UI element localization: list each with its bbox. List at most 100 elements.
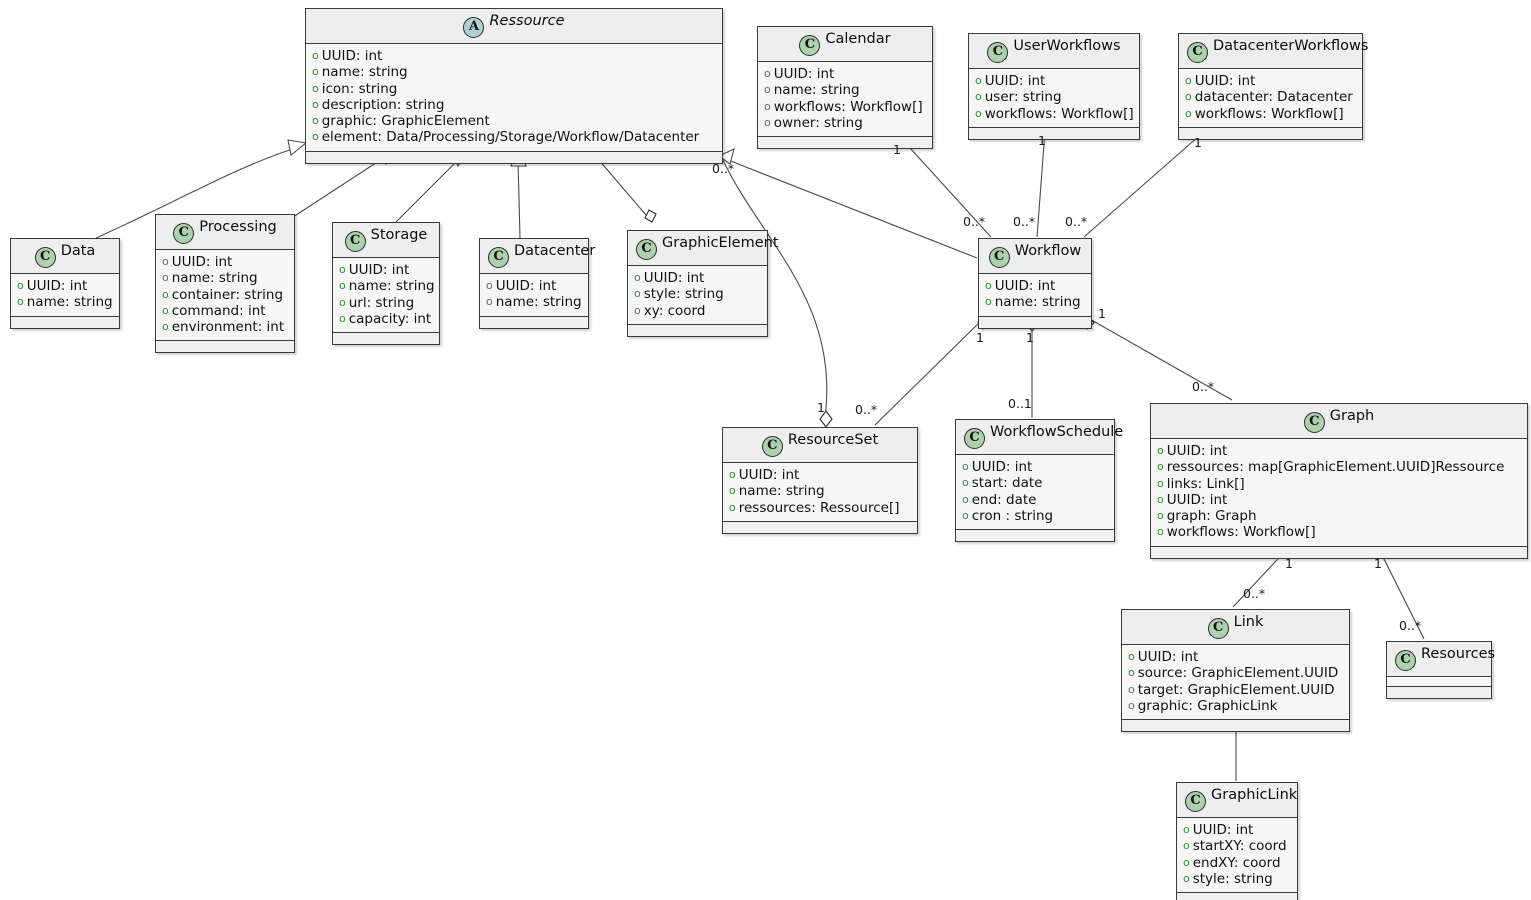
multiplicity-label: 1 bbox=[817, 400, 825, 415]
visibility-icon: o bbox=[1185, 74, 1192, 87]
class-stereotype-icon: C bbox=[987, 42, 1009, 63]
visibility-icon: o bbox=[764, 99, 771, 113]
class-methods-userworkflows bbox=[969, 127, 1139, 139]
visibility-icon: o bbox=[985, 279, 992, 292]
visibility-icon: o bbox=[1157, 509, 1164, 523]
visibility-icon: o bbox=[312, 81, 319, 95]
visibility-icon: o bbox=[764, 67, 771, 80]
class-methods-graphicelement bbox=[628, 324, 767, 336]
visibility-icon: o bbox=[1185, 90, 1192, 104]
attribute-text: datacenter: Datacenter bbox=[1194, 89, 1353, 106]
attribute-text: description: string bbox=[321, 96, 445, 113]
visibility-icon: o bbox=[17, 295, 24, 309]
attribute-text: container: string bbox=[171, 286, 284, 303]
attribute-text: name: string bbox=[348, 278, 435, 295]
attribute-text: start: date bbox=[971, 475, 1043, 492]
attribute-text: workflows: Workflow[] bbox=[984, 105, 1134, 122]
attribute-text: UUID: int bbox=[321, 48, 383, 64]
attribute-text: end: date bbox=[971, 491, 1037, 508]
generalization-arrow-data bbox=[287, 139, 308, 156]
attribute-text: environment: int bbox=[171, 319, 285, 336]
visibility-icon: o bbox=[962, 476, 969, 490]
attribute-text: UUID: int bbox=[1192, 822, 1254, 838]
multiplicity-label: 1 bbox=[893, 142, 901, 157]
attribute-text: name: string bbox=[26, 294, 113, 311]
attribute-text: UUID: int bbox=[1166, 491, 1228, 508]
visibility-icon: o bbox=[1128, 682, 1135, 696]
class-stereotype-icon: C bbox=[173, 223, 195, 244]
class-name-workflowschedule: WorkflowSchedule bbox=[990, 424, 1124, 440]
class-methods-graphiclink bbox=[1177, 893, 1297, 900]
class-name-userworkflows: UserWorkflows bbox=[1013, 38, 1121, 54]
class-stereotype-icon: C bbox=[34, 247, 56, 268]
class-name-graph: Graph bbox=[1329, 408, 1375, 424]
visibility-icon: o bbox=[975, 106, 982, 120]
attribute-text: workflows: Workflow[] bbox=[1166, 524, 1316, 541]
attribute-text: graphic: GraphicElement bbox=[321, 113, 490, 130]
visibility-icon: o bbox=[1185, 106, 1192, 120]
multiplicity-label: 0..* bbox=[963, 214, 986, 229]
attribute-text: UUID: int bbox=[26, 278, 88, 294]
visibility-icon: o bbox=[312, 49, 319, 62]
class-methods-resources bbox=[1387, 687, 1491, 698]
visibility-icon: o bbox=[962, 460, 969, 473]
attribute-text: target: GraphicElement.UUID bbox=[1137, 681, 1335, 698]
visibility-icon: o bbox=[1157, 460, 1164, 474]
attribute-text: name: string bbox=[773, 82, 860, 99]
class-methods-link bbox=[1122, 720, 1349, 732]
attribute-text: name: string bbox=[171, 270, 258, 287]
class-methods-workflow bbox=[979, 316, 1091, 328]
visibility-icon: o bbox=[975, 74, 982, 87]
visibility-icon: o bbox=[1183, 839, 1190, 853]
attribute-text: UUID: int bbox=[984, 73, 1046, 89]
attribute-text: UUID: int bbox=[495, 278, 557, 294]
class-stereotype-icon: C bbox=[1303, 412, 1325, 433]
generalization-processing-ressource bbox=[289, 156, 386, 220]
